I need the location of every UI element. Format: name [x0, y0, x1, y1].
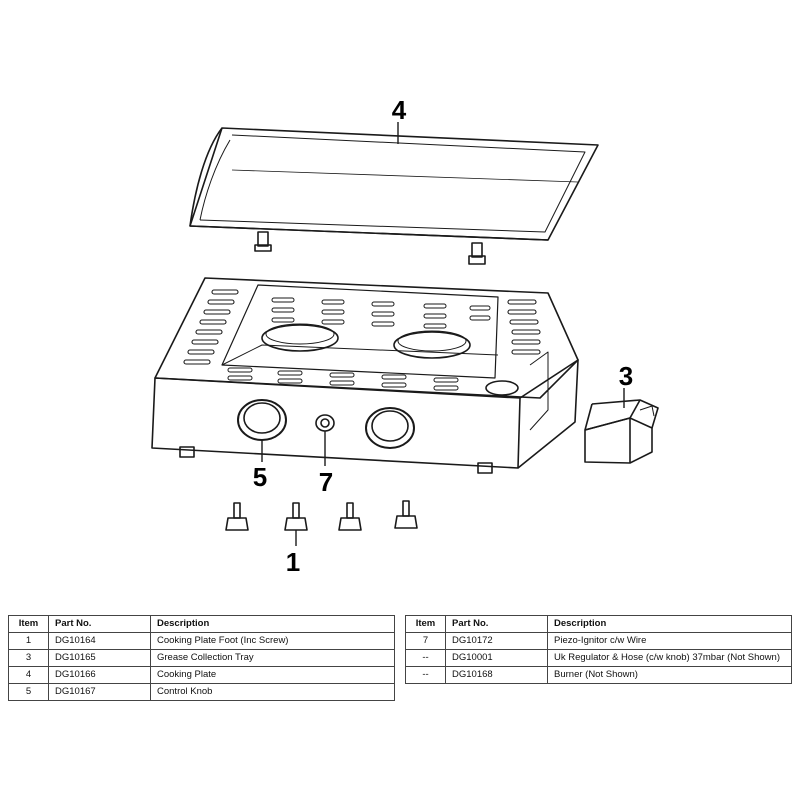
table-row: -- DG10168 Burner (Not Shown)	[405, 666, 792, 684]
plate-bolt-right	[468, 242, 486, 265]
cell-part-no: DG10165	[48, 649, 151, 667]
callout-7: 7	[318, 467, 334, 497]
plate-foot-4	[394, 500, 418, 529]
parts-table-right: Item Part No. Description 7 DG10172 Piez…	[405, 615, 792, 684]
cell-part-no: DG10001	[445, 649, 548, 667]
header-part-no: Part No.	[445, 615, 548, 633]
cell-description: Grease Collection Tray	[150, 649, 395, 667]
cell-part-no: DG10172	[445, 632, 548, 650]
plate-foot-3	[338, 502, 362, 531]
body-foot-left	[179, 446, 195, 458]
plate-foot-1	[225, 502, 249, 531]
cell-part-no: DG10167	[48, 683, 151, 701]
header-item: Item	[405, 615, 446, 633]
cell-part-no: DG10168	[445, 666, 548, 684]
cell-item: --	[405, 666, 446, 684]
cell-item: 1	[8, 632, 49, 650]
table-row: 1 DG10164 Cooking Plate Foot (Inc Screw)	[8, 632, 395, 650]
burner-left	[261, 324, 339, 352]
cell-description: Control Knob	[150, 683, 395, 701]
table-row: 7 DG10172 Piezo-Ignitor c/w Wire	[405, 632, 792, 650]
body-foot-right	[477, 462, 493, 474]
callout-4: 4	[391, 95, 407, 125]
cell-description: Cooking Plate Foot (Inc Screw)	[150, 632, 395, 650]
table-row: 3 DG10165 Grease Collection Tray	[8, 649, 395, 667]
header-part-no: Part No.	[48, 615, 151, 633]
header-item: Item	[8, 615, 49, 633]
parts-table-left: Item Part No. Description 1 DG10164 Cook…	[8, 615, 395, 701]
cell-item: 7	[405, 632, 446, 650]
cell-item: --	[405, 649, 446, 667]
cell-description: Burner (Not Shown)	[547, 666, 792, 684]
cell-item: 3	[8, 649, 49, 667]
plate-foot-2	[284, 502, 308, 531]
header-description: Description	[150, 615, 395, 633]
piezo-ignitor	[315, 414, 335, 432]
table-header-row: Item Part No. Description	[8, 615, 395, 633]
cell-description: Cooking Plate	[150, 666, 395, 684]
cell-item: 4	[8, 666, 49, 684]
callout-1: 1	[285, 547, 301, 577]
table-row: -- DG10001 Uk Regulator & Hose (c/w knob…	[405, 649, 792, 667]
control-knob-right	[365, 407, 415, 449]
cell-part-no: DG10164	[48, 632, 151, 650]
callout-5: 5	[252, 462, 268, 492]
cooking-plate	[189, 127, 599, 265]
cell-part-no: DG10166	[48, 666, 151, 684]
grill-body	[151, 277, 579, 474]
burner-right	[393, 331, 471, 359]
table-row: 4 DG10166 Cooking Plate	[8, 666, 395, 684]
callout-3: 3	[618, 361, 634, 391]
cell-description: Piezo-Ignitor c/w Wire	[547, 632, 792, 650]
cell-item: 5	[8, 683, 49, 701]
exploded-parts-diagram	[151, 122, 659, 546]
table-header-row: Item Part No. Description	[405, 615, 792, 633]
control-knob-left	[237, 399, 287, 441]
table-row: 5 DG10167 Control Knob	[8, 683, 395, 701]
cell-description: Uk Regulator & Hose (c/w knob) 37mbar (N…	[547, 649, 792, 667]
header-description: Description	[547, 615, 792, 633]
grease-collection-tray	[584, 399, 659, 464]
plate-bolt-left	[254, 231, 272, 252]
